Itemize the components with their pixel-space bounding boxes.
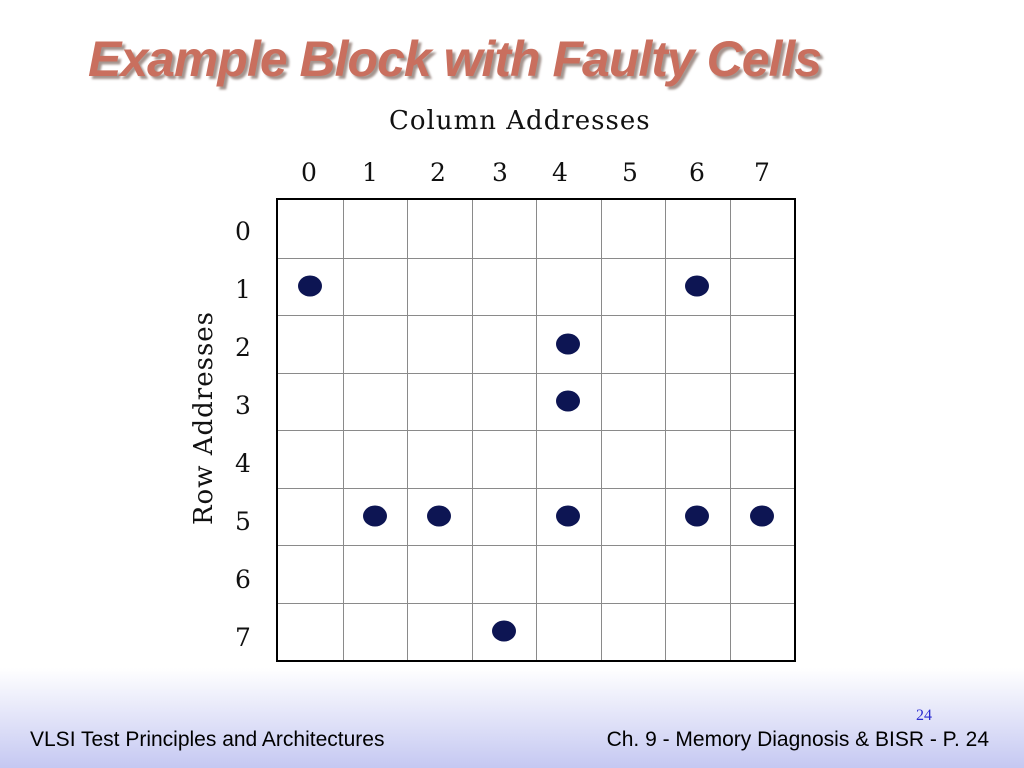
- slide-number: 24: [916, 707, 932, 724]
- faulty-cell-marker: [298, 275, 323, 297]
- row-address-label: 4: [235, 449, 251, 478]
- memory-cell-grid: [276, 198, 796, 662]
- column-address-label: 6: [689, 158, 705, 187]
- faulty-cell-marker: [556, 505, 581, 527]
- row-axis-title: Row Addresses: [189, 310, 219, 526]
- faulty-cell-marker: [362, 505, 387, 527]
- row-address-label: 3: [235, 391, 251, 420]
- column-address-label: 5: [622, 158, 638, 187]
- faulty-cell-marker: [749, 505, 774, 527]
- grid-row-divider: [278, 315, 794, 316]
- faulty-cell-marker: [556, 390, 581, 412]
- row-address-label: 1: [235, 275, 251, 304]
- grid-row-divider: [278, 430, 794, 431]
- row-address-label: 2: [235, 333, 251, 362]
- column-address-label: 0: [301, 158, 317, 187]
- grid-row-divider: [278, 487, 794, 489]
- grid-row-divider: [278, 257, 794, 259]
- row-address-label: 0: [235, 217, 251, 246]
- faulty-cell-marker: [427, 505, 452, 527]
- column-address-label: 1: [362, 158, 378, 187]
- faulty-cell-marker: [685, 505, 710, 527]
- column-address-label: 2: [430, 158, 446, 187]
- column-axis-title: Column Addresses: [389, 106, 651, 136]
- footer-course-title: VLSI Test Principles and Architectures: [30, 728, 385, 751]
- grid-row-divider: [278, 602, 794, 604]
- grid-row-divider: [278, 545, 794, 546]
- slide-title: Example Block with Faulty Cells: [88, 31, 822, 87]
- faulty-cell-marker: [556, 333, 581, 355]
- row-address-label: 7: [235, 623, 251, 652]
- column-address-label: 3: [492, 158, 508, 187]
- column-address-label: 7: [754, 158, 770, 187]
- faulty-cell-marker: [491, 620, 516, 642]
- footer-band: [0, 668, 1024, 768]
- faulty-cell-marker: [685, 275, 710, 297]
- grid-row-divider: [278, 372, 794, 374]
- column-address-label: 4: [552, 158, 568, 187]
- row-address-label: 5: [235, 507, 251, 536]
- footer-chapter-page: Ch. 9 - Memory Diagnosis & BISR - P. 24: [606, 728, 989, 751]
- row-address-label: 6: [235, 565, 251, 594]
